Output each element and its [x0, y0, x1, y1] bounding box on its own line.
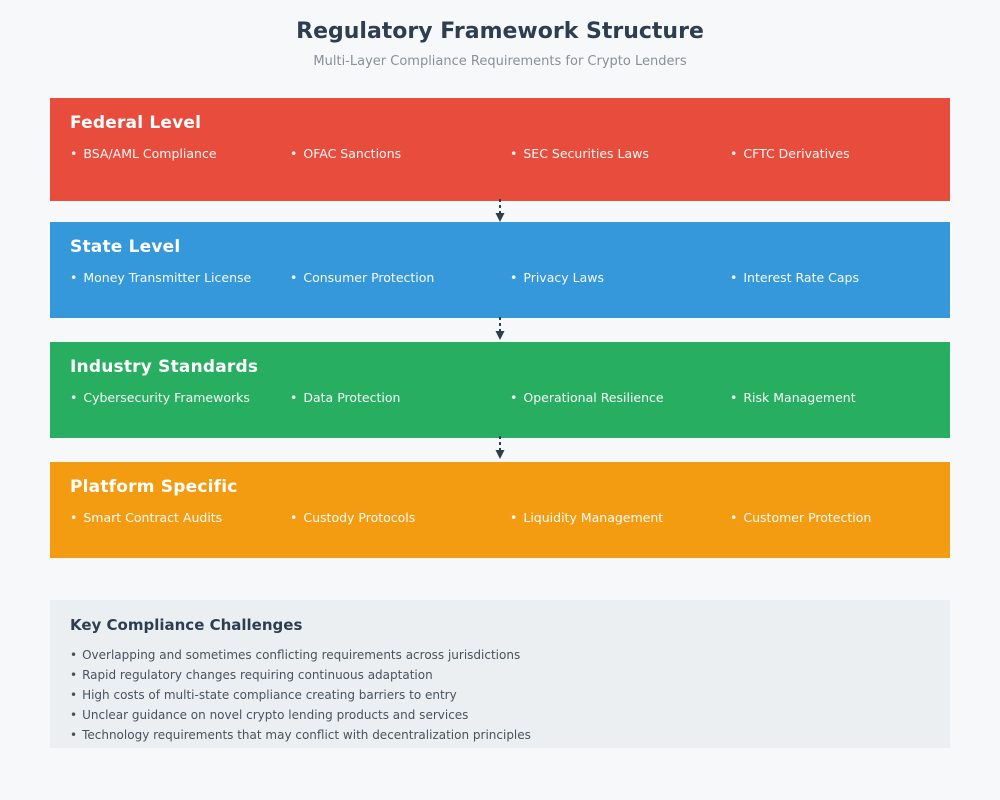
bullet-icon: • — [70, 510, 78, 525]
challenge-item: • Technology requirements that may confli… — [70, 725, 930, 745]
challenge-item: • High costs of multi-state compliance cr… — [70, 685, 930, 705]
challenge-item-label: Technology requirements that may conflic… — [82, 728, 531, 742]
band-item-label: Interest Rate Caps — [743, 270, 859, 285]
band-item-label: Privacy Laws — [523, 270, 604, 285]
key-compliance-challenges-panel: Key Compliance Challenges • Overlapping a… — [50, 600, 950, 748]
band-item: • Consumer Protection — [290, 268, 510, 288]
band-state-level: State Level • Money Transmitter License •… — [50, 222, 950, 318]
band-title: Federal Level — [70, 113, 202, 133]
bullet-icon: • — [70, 688, 78, 702]
band-item-label: Risk Management — [743, 390, 856, 405]
bullet-icon: • — [290, 146, 298, 161]
band-item-label: BSA/AML Compliance — [83, 146, 217, 161]
band-item-label: CFTC Derivatives — [743, 146, 850, 161]
challenge-item: • Unclear guidance on novel crypto lendin… — [70, 705, 930, 725]
bullet-icon: • — [510, 510, 518, 525]
bullet-icon: • — [70, 728, 78, 742]
band-item: • CFTC Derivatives — [730, 144, 950, 164]
band-item: • Customer Protection — [730, 508, 950, 528]
band-items: • BSA/AML Compliance • OFAC Sanctions • SEC… — [70, 144, 930, 164]
band-item: • Liquidity Management — [510, 508, 730, 528]
bullet-icon: • — [730, 270, 738, 285]
band-item-label: Smart Contract Audits — [83, 510, 223, 525]
challenges-list: • Overlapping and sometimes conflicting r… — [70, 645, 930, 745]
band-items: • Smart Contract Audits • Custody Protocol… — [70, 508, 930, 528]
page-subtitle: Multi-Layer Compliance Requirements for … — [313, 54, 687, 69]
band-industry-standards: Industry Standards • Cybersecurity Framew… — [50, 342, 950, 438]
bullet-icon: • — [730, 146, 738, 161]
bullet-icon: • — [510, 270, 518, 285]
challenge-item-label: Rapid regulatory changes requiring conti… — [82, 668, 433, 682]
band-item-label: Cybersecurity Frameworks — [83, 390, 250, 405]
bullet-icon: • — [510, 146, 518, 161]
band-item: • OFAC Sanctions — [290, 144, 510, 164]
band-federal-level: Federal Level • BSA/AML Compliance • OFAC … — [50, 98, 950, 201]
bullet-icon: • — [70, 390, 78, 405]
band-item: • Privacy Laws — [510, 268, 730, 288]
band-item-label: Consumer Protection — [303, 270, 435, 285]
band-item-label: Customer Protection — [743, 510, 872, 525]
band-item-label: SEC Securities Laws — [523, 146, 649, 161]
bullet-icon: • — [70, 270, 78, 285]
band-item-label: Operational Resilience — [523, 390, 664, 405]
page-title: Regulatory Framework Structure — [296, 19, 704, 44]
band-item: • SEC Securities Laws — [510, 144, 730, 164]
band-item-label: OFAC Sanctions — [303, 146, 402, 161]
band-item: • Smart Contract Audits — [70, 508, 290, 528]
band-items: • Cybersecurity Frameworks • Data Protecti… — [70, 388, 930, 408]
band-item: • Interest Rate Caps — [730, 268, 950, 288]
down-arrow-icon — [495, 199, 505, 222]
band-title: Industry Standards — [70, 357, 259, 377]
bullet-icon: • — [70, 648, 78, 662]
bullet-icon: • — [290, 510, 298, 525]
bullet-icon: • — [70, 146, 78, 161]
band-item-label: Liquidity Management — [523, 510, 664, 525]
band-item-label: Money Transmitter License — [83, 270, 252, 285]
down-arrow-icon — [495, 317, 505, 340]
band-item: • Operational Resilience — [510, 388, 730, 408]
bullet-icon: • — [510, 390, 518, 405]
challenge-item-label: Overlapping and sometimes conflicting re… — [82, 648, 521, 662]
bullet-icon: • — [70, 708, 78, 722]
band-item: • Data Protection — [290, 388, 510, 408]
challenge-item: • Overlapping and sometimes conflicting r… — [70, 645, 930, 665]
down-arrow-icon — [495, 436, 505, 459]
challenge-item-label: Unclear guidance on novel crypto lending… — [82, 708, 469, 722]
challenge-item: • Rapid regulatory changes requiring cont… — [70, 665, 930, 685]
band-item: • BSA/AML Compliance — [70, 144, 290, 164]
band-item-label: Custody Protocols — [303, 510, 416, 525]
band-title: Platform Specific — [70, 477, 238, 497]
band-item: • Risk Management — [730, 388, 950, 408]
bullet-icon: • — [290, 270, 298, 285]
band-title: State Level — [70, 237, 181, 257]
band-items: • Money Transmitter License • Consumer Pro… — [70, 268, 930, 288]
band-item: • Money Transmitter License — [70, 268, 290, 288]
challenges-title: Key Compliance Challenges — [70, 616, 303, 634]
challenge-item-label: High costs of multi-state compliance cre… — [82, 688, 457, 702]
band-platform-specific: Platform Specific • Smart Contract Audits… — [50, 462, 950, 558]
band-item: • Custody Protocols — [290, 508, 510, 528]
band-item-label: Data Protection — [303, 390, 401, 405]
bullet-icon: • — [730, 510, 738, 525]
band-item: • Cybersecurity Frameworks — [70, 388, 290, 408]
bullet-icon: • — [290, 390, 298, 405]
header: Regulatory Framework Structure Multi-Lay… — [0, 18, 1000, 70]
bullet-icon: • — [730, 390, 738, 405]
bullet-icon: • — [70, 668, 78, 682]
